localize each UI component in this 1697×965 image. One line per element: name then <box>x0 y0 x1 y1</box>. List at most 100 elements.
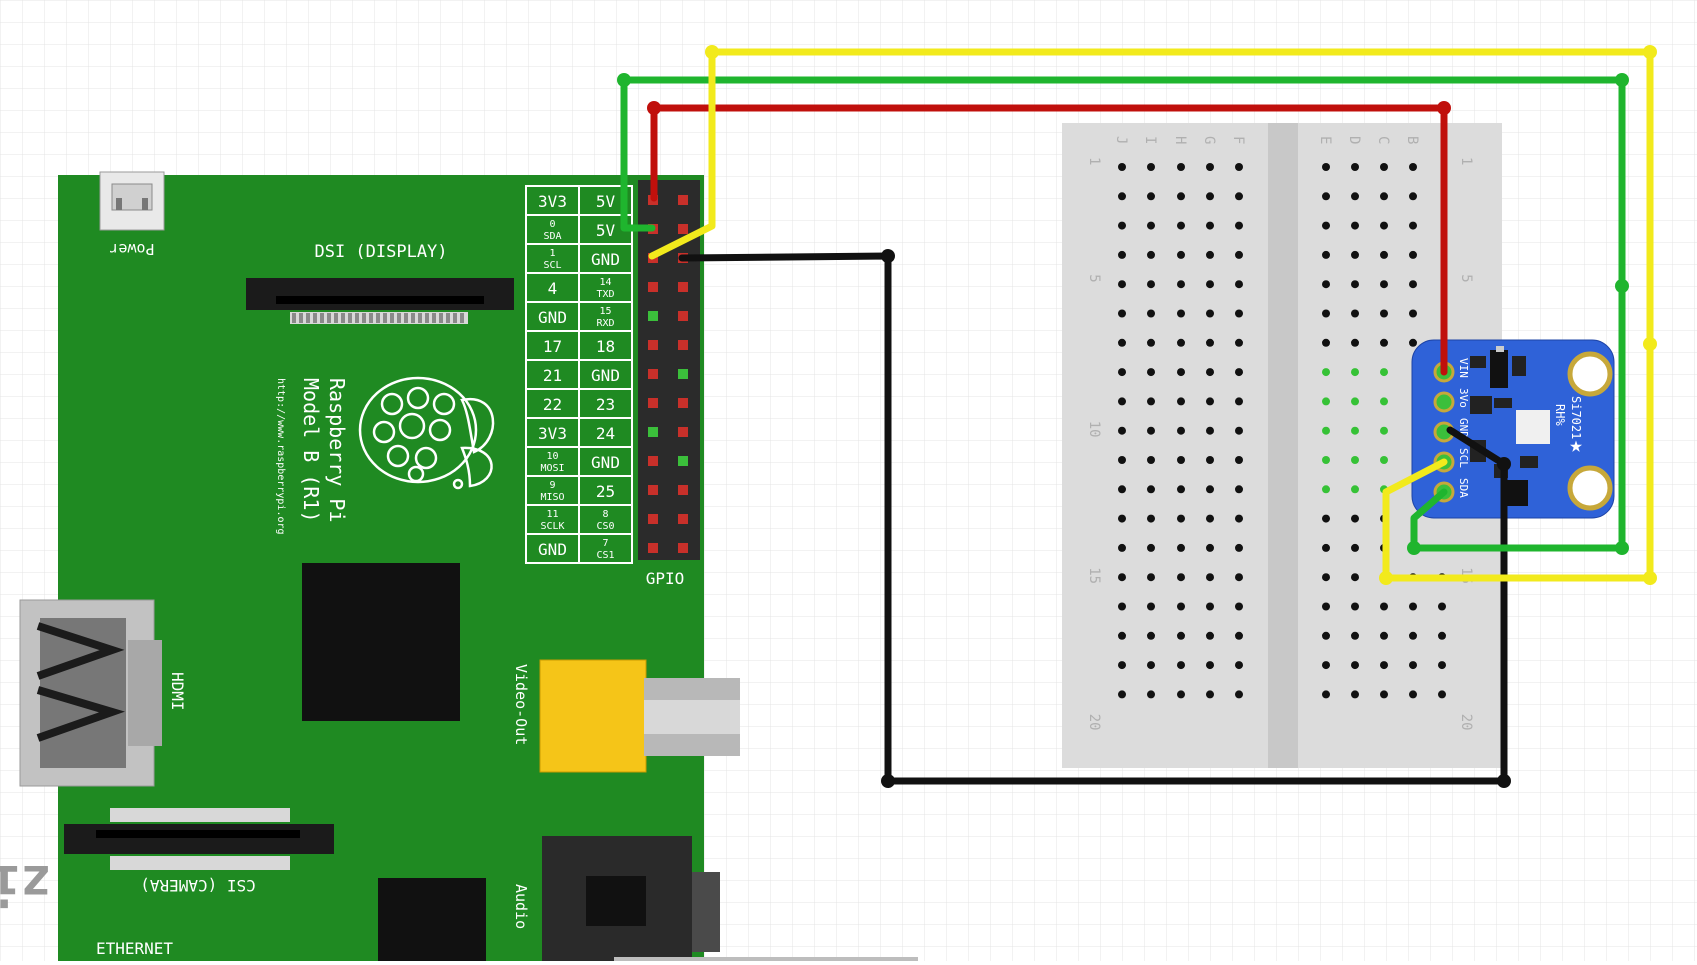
red-wire[interactable] <box>650 104 1448 376</box>
breadboard-hole[interactable] <box>1235 573 1243 582</box>
breadboard-hole[interactable] <box>1235 368 1243 377</box>
breadboard-hole[interactable] <box>1206 573 1214 582</box>
breadboard-hole[interactable] <box>1235 221 1243 230</box>
breadboard-hole[interactable] <box>1177 368 1185 377</box>
gpio-pin[interactable] <box>678 340 688 350</box>
breadboard-hole[interactable] <box>1351 631 1359 640</box>
breadboard-hole[interactable] <box>1351 661 1359 670</box>
breadboard-hole[interactable] <box>1235 690 1243 699</box>
breadboard-hole[interactable] <box>1322 631 1330 640</box>
breadboard-hole[interactable] <box>1235 338 1243 347</box>
breadboard-hole[interactable] <box>1351 602 1359 611</box>
breadboard-hole[interactable] <box>1235 397 1243 406</box>
breadboard-hole[interactable] <box>1118 631 1126 640</box>
breadboard-hole[interactable] <box>1351 368 1359 377</box>
breadboard-hole[interactable] <box>1206 602 1214 611</box>
breadboard-hole[interactable] <box>1118 456 1126 464</box>
breadboard-hole[interactable] <box>1177 250 1185 259</box>
sensor-pin[interactable] <box>1433 391 1455 413</box>
breadboard-hole[interactable] <box>1380 602 1388 611</box>
breadboard-hole[interactable] <box>1206 192 1214 201</box>
breadboard-hole[interactable] <box>1409 192 1417 201</box>
breadboard-hole[interactable] <box>1118 338 1126 347</box>
breadboard-hole[interactable] <box>1380 368 1388 377</box>
breadboard-hole[interactable] <box>1206 631 1214 640</box>
breadboard-hole[interactable] <box>1147 338 1155 347</box>
breadboard-hole[interactable] <box>1380 163 1388 171</box>
breadboard-hole[interactable] <box>1351 543 1359 552</box>
gpio-pin[interactable] <box>678 369 688 379</box>
breadboard-hole[interactable] <box>1177 485 1185 494</box>
breadboard-hole[interactable] <box>1206 485 1214 494</box>
breadboard-hole[interactable] <box>1380 309 1388 318</box>
breadboard-hole[interactable] <box>1235 163 1243 171</box>
breadboard-hole[interactable] <box>1322 426 1330 435</box>
gpio-pin[interactable] <box>648 398 658 408</box>
breadboard-hole[interactable] <box>1380 690 1388 699</box>
horizontal-scrollbar[interactable] <box>614 957 918 961</box>
breadboard-hole[interactable] <box>1118 514 1126 523</box>
breadboard-hole[interactable] <box>1351 280 1359 289</box>
breadboard-hole[interactable] <box>1147 309 1155 318</box>
breadboard-hole[interactable] <box>1235 543 1243 552</box>
breadboard-hole[interactable] <box>1438 631 1446 640</box>
breadboard-hole[interactable] <box>1177 280 1185 289</box>
breadboard-hole[interactable] <box>1322 397 1330 406</box>
black-wire[interactable] <box>678 252 1508 785</box>
breadboard-hole[interactable] <box>1322 250 1330 259</box>
gpio-pin[interactable] <box>648 514 658 524</box>
breadboard-hole[interactable] <box>1380 456 1388 464</box>
breadboard-hole[interactable] <box>1409 163 1417 171</box>
yellow-wire[interactable] <box>648 48 1654 582</box>
breadboard-hole[interactable] <box>1147 163 1155 171</box>
breadboard-hole[interactable] <box>1177 690 1185 699</box>
gpio-pin[interactable] <box>648 456 658 466</box>
green-wire[interactable] <box>620 76 1626 552</box>
breadboard-hole[interactable] <box>1351 221 1359 230</box>
gpio-pin[interactable] <box>678 282 688 292</box>
breadboard-hole[interactable] <box>1322 221 1330 230</box>
breadboard-hole[interactable] <box>1235 192 1243 201</box>
breadboard-hole[interactable] <box>1351 309 1359 318</box>
breadboard-hole[interactable] <box>1147 221 1155 230</box>
breadboard-hole[interactable] <box>1177 309 1185 318</box>
breadboard-hole[interactable] <box>1380 661 1388 670</box>
breadboard-hole[interactable] <box>1438 690 1446 699</box>
breadboard-hole[interactable] <box>1147 543 1155 552</box>
breadboard-hole[interactable] <box>1380 221 1388 230</box>
breadboard-hole[interactable] <box>1351 250 1359 259</box>
breadboard-hole[interactable] <box>1147 456 1155 464</box>
breadboard-hole[interactable] <box>1235 426 1243 435</box>
breadboard-hole[interactable] <box>1118 221 1126 230</box>
breadboard-hole[interactable] <box>1118 426 1126 435</box>
breadboard-hole[interactable] <box>1177 338 1185 347</box>
breadboard-hole[interactable] <box>1351 426 1359 435</box>
breadboard-hole[interactable] <box>1380 426 1388 435</box>
breadboard-hole[interactable] <box>1351 690 1359 699</box>
breadboard-hole[interactable] <box>1409 309 1417 318</box>
breadboard-hole[interactable] <box>1351 338 1359 347</box>
breadboard-hole[interactable] <box>1235 456 1243 464</box>
breadboard-hole[interactable] <box>1235 485 1243 494</box>
gpio-pin[interactable] <box>648 543 658 553</box>
breadboard-hole[interactable] <box>1322 602 1330 611</box>
breadboard-hole[interactable] <box>1177 192 1185 201</box>
breadboard-hole[interactable] <box>1206 426 1214 435</box>
breadboard-hole[interactable] <box>1177 426 1185 435</box>
breadboard-hole[interactable] <box>1147 631 1155 640</box>
breadboard-hole[interactable] <box>1147 426 1155 435</box>
breadboard-hole[interactable] <box>1177 397 1185 406</box>
breadboard-hole[interactable] <box>1147 192 1155 201</box>
breadboard-hole[interactable] <box>1147 368 1155 377</box>
breadboard-hole[interactable] <box>1177 163 1185 171</box>
breadboard-hole[interactable] <box>1147 690 1155 699</box>
breadboard-hole[interactable] <box>1322 163 1330 171</box>
breadboard-hole[interactable] <box>1235 250 1243 259</box>
breadboard-hole[interactable] <box>1118 280 1126 289</box>
breadboard-hole[interactable] <box>1118 602 1126 611</box>
breadboard-hole[interactable] <box>1409 221 1417 230</box>
gpio-pin[interactable] <box>678 427 688 437</box>
breadboard-hole[interactable] <box>1206 543 1214 552</box>
breadboard-hole[interactable] <box>1177 543 1185 552</box>
